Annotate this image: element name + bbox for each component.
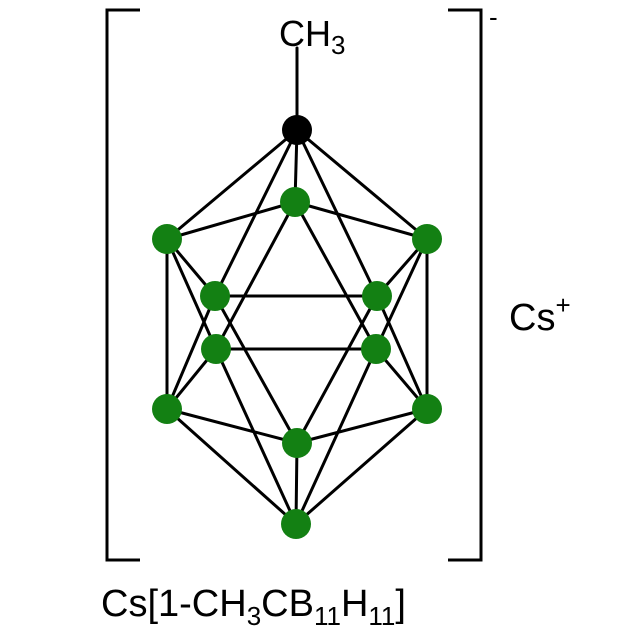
boron-atom-B_mid_left_front	[200, 281, 230, 311]
charge-minus: -	[489, 2, 498, 32]
bond-B_mid_left_front-B_lower_front	[213, 294, 299, 445]
boron-atom-B_mid_right_front	[362, 281, 392, 311]
left-bracket	[105, 8, 140, 562]
formula-part-2: CB	[261, 583, 314, 625]
bond-B_top_back-B_mid_right_back	[293, 200, 378, 351]
bond-B_lower_right-B_bottom	[294, 407, 429, 526]
boron-atom-B_mid_left_back	[201, 334, 231, 364]
boron-atom-B_upper_right	[412, 224, 442, 254]
boron-atom-B_top_back	[280, 187, 310, 217]
bond-C1-B_upper_right	[295, 128, 429, 241]
right-bracket	[448, 8, 483, 562]
methyl-subscript: 3	[331, 30, 345, 60]
boron-atom-B_lower_left	[152, 394, 182, 424]
bond-B_top_back-B_upper_left	[165, 200, 297, 241]
bond-B_upper_left-B_mid_left_back	[165, 237, 218, 351]
boron-atom-B_lower_right	[412, 394, 442, 424]
bond-B_mid_right_front-B_lower_front	[295, 294, 379, 445]
bond-B_mid_left_back-B_bottom	[214, 347, 298, 526]
bond-B_lower_left-B_lower_front	[165, 407, 299, 445]
formula-sub-3: 11	[368, 601, 395, 631]
bond-C1-B_upper_left	[165, 128, 299, 241]
cesium-counterion: Cs+	[509, 290, 571, 339]
bond-B_mid_right_back-B_bottom	[294, 347, 378, 526]
counterion-superscript: +	[555, 290, 570, 320]
bond-B_mid_left_front-B_lower_left	[165, 294, 217, 411]
boron-atom-B_lower_front	[282, 428, 312, 458]
bond-B_lower_left-B_bottom	[165, 407, 298, 526]
methyl-main: CH	[279, 13, 331, 54]
formula-part-4: ]	[395, 583, 406, 625]
molecular-formula: Cs[1-CH3CB11H11]	[101, 583, 406, 631]
counterion-main: Cs	[509, 297, 555, 339]
formula-sub-1: 3	[247, 601, 261, 631]
boron-atom-B_bottom	[281, 509, 311, 539]
bond-B_top_back-B_upper_right	[293, 200, 429, 241]
boron-atom-B_mid_right_back	[361, 334, 391, 364]
formula-part-1: Cs[1-CH	[101, 583, 247, 625]
formula-part-3: H	[341, 583, 368, 625]
atom-group	[152, 115, 442, 539]
bond-B_upper_right-B_mid_right_back	[374, 237, 429, 351]
carbon-atom-C1	[282, 115, 312, 145]
methyl-label: CH3	[279, 13, 345, 60]
bond-B_top_back-B_mid_left_back	[214, 200, 297, 351]
boron-atom-B_upper_left	[152, 224, 182, 254]
bond-B_lower_right-B_lower_front	[295, 407, 429, 445]
formula-sub-2: 11	[314, 601, 341, 631]
bond-B_mid_right_front-B_lower_right	[375, 294, 429, 411]
